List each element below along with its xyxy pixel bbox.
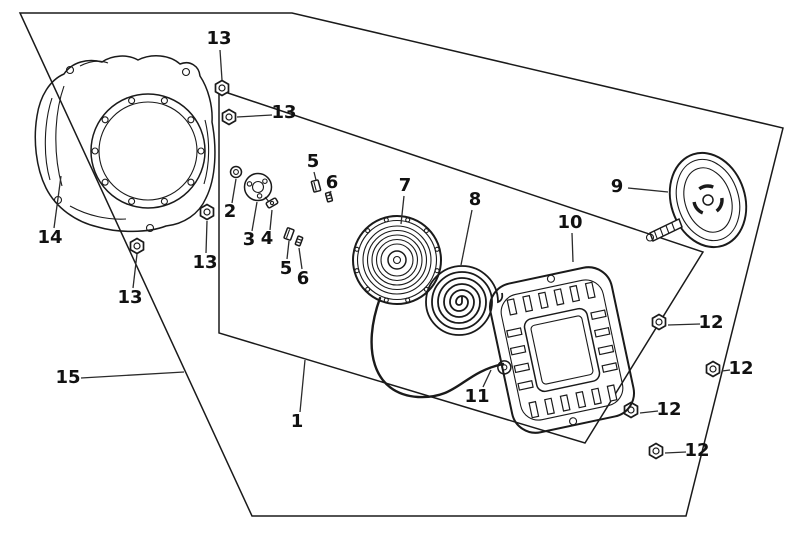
part-label-2: 2 (224, 201, 237, 222)
callout-8: 8 (460, 189, 482, 266)
outer-boundary (18, 12, 784, 517)
callout-13d: 13 (192, 220, 218, 273)
recoil-pulley (352, 215, 442, 305)
part-label-7: 7 (399, 175, 412, 196)
inner-boundary (218, 88, 705, 444)
part-label-6b: 6 (297, 268, 310, 289)
callout-12d: 12 (664, 440, 710, 461)
friction-plate-upper (310, 179, 322, 193)
callout-10: 10 (557, 212, 583, 263)
callout-6a: 6 (326, 172, 339, 197)
callout-7: 7 (399, 175, 412, 225)
callout-2: 2 (224, 178, 237, 222)
flange-bolt-12-d (648, 442, 664, 460)
callout-1: 1 (291, 359, 306, 432)
return-spring-lower (294, 235, 304, 247)
part-label-13b: 13 (271, 102, 296, 123)
part-label-13a: 13 (206, 28, 231, 49)
part-label-12a: 12 (698, 312, 723, 333)
fan-cover (34, 55, 216, 233)
ratchet-plate (243, 172, 273, 204)
part-label-11: 11 (464, 386, 489, 407)
part-label-12d: 12 (684, 440, 709, 461)
cup-shaft (645, 217, 683, 243)
recoil-starter-housing (489, 266, 635, 434)
fan-cover-bolt-holes (91, 97, 205, 205)
part-label-4: 4 (261, 228, 274, 249)
pulley-rim-holes (354, 217, 440, 303)
part-label-5b: 5 (280, 258, 293, 279)
callout-3: 3 (243, 201, 258, 250)
part-label-13c: 13 (117, 287, 142, 308)
starter-rope (370, 296, 505, 399)
part-label-10: 10 (557, 212, 582, 233)
part-label-1: 1 (291, 411, 304, 432)
callout-5a: 5 (307, 151, 320, 181)
callout-13a: 13 (206, 28, 232, 81)
part-label-14: 14 (37, 227, 62, 248)
callout-12c: 12 (639, 399, 682, 420)
callout-15: 15 (55, 367, 185, 388)
callout-14: 14 (37, 175, 63, 248)
starter-cup (645, 151, 748, 249)
part-label-12c: 12 (656, 399, 681, 420)
callout-12b: 12 (721, 358, 754, 379)
part-label-6a: 6 (326, 172, 339, 193)
housing-vent-slots (506, 281, 618, 419)
callout-9: 9 (611, 176, 669, 197)
flange-bolt-13-a (214, 79, 230, 97)
flange-bolt-12-b (705, 360, 721, 378)
part-label-8: 8 (469, 189, 482, 210)
callout-11: 11 (464, 369, 492, 407)
rope-guide (497, 360, 512, 375)
callout-4: 4 (261, 209, 274, 249)
rewind-spiral-spring (425, 265, 504, 336)
part-label-5a: 5 (307, 151, 320, 172)
flange-bolt-12-a (651, 313, 667, 331)
callout-12a: 12 (667, 312, 724, 333)
part-label-12b: 12 (728, 358, 753, 379)
callout-13c: 13 (117, 253, 143, 308)
part-label-9: 9 (611, 176, 624, 197)
starter-washer (229, 165, 243, 179)
flange-bolt-13-b (221, 108, 237, 126)
part-label-13d: 13 (192, 252, 217, 273)
callout-13b: 13 (236, 102, 297, 123)
callout-6b: 6 (297, 247, 310, 289)
flange-bolt-13-c (129, 237, 145, 255)
part-label-3: 3 (243, 229, 256, 250)
flange-bolt-13-d (199, 203, 215, 221)
starter-pawl (265, 197, 279, 209)
return-spring-upper (324, 191, 334, 203)
callout-5b: 5 (280, 240, 293, 279)
friction-plate-lower (283, 227, 295, 241)
part-label-15: 15 (55, 367, 80, 388)
